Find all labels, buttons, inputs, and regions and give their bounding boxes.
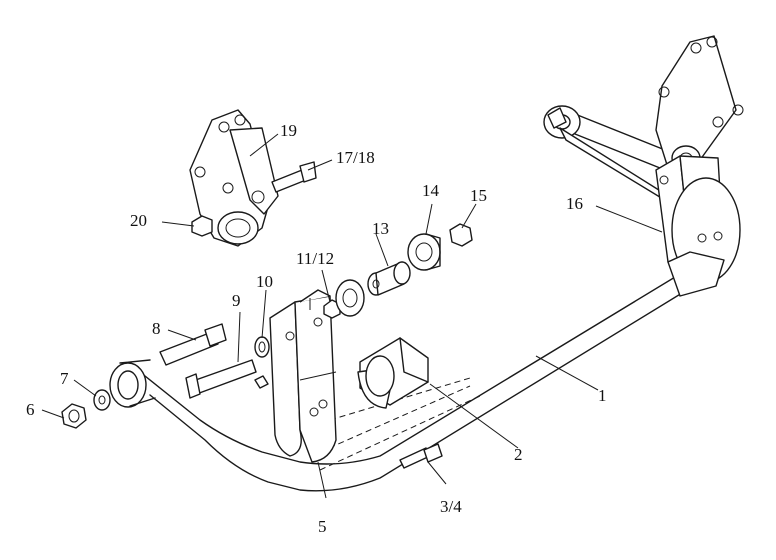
bolt-8 — [159, 323, 227, 366]
label-part-1: 1 — [598, 386, 607, 405]
label-part-14: 14 — [422, 181, 440, 200]
label-part-6: 6 — [26, 400, 35, 419]
washer-7 — [93, 389, 111, 411]
spacer-13 — [367, 261, 411, 296]
nut-15 — [449, 223, 473, 247]
label-part-11-12: 11/12 — [296, 249, 334, 268]
rubber-bushing — [357, 337, 429, 409]
stabilizer-bar — [139, 267, 701, 492]
bolt-9 — [185, 359, 257, 399]
part-labels: 1 2 3/4 5 6 7 8 9 10 11/12 13 14 15 16 1… — [26, 121, 607, 536]
label-part-7: 7 — [60, 369, 69, 388]
label-part-19: 19 — [280, 121, 297, 140]
label-part-3-4: 3/4 — [440, 497, 462, 516]
washer-10 — [254, 336, 270, 358]
label-part-2: 2 — [514, 445, 523, 464]
right-bracket — [655, 155, 741, 297]
right-link-tube — [543, 105, 691, 203]
label-part-10: 10 — [256, 272, 273, 291]
label-part-20: 20 — [130, 211, 147, 230]
label-part-13: 13 — [372, 219, 389, 238]
nut-6 — [61, 403, 87, 429]
label-part-8: 8 — [152, 319, 161, 338]
left-bracket — [269, 289, 337, 463]
small-nut — [254, 375, 269, 389]
label-part-5: 5 — [318, 517, 327, 536]
washer-stack — [335, 279, 365, 317]
label-part-15: 15 — [470, 186, 487, 205]
bolt-17-18 — [271, 161, 317, 193]
label-part-16: 16 — [566, 194, 583, 213]
leader-lines — [41, 133, 663, 499]
label-part-9: 9 — [232, 291, 241, 310]
bolt-3-4 — [399, 443, 443, 469]
label-part-17-18: 17/18 — [336, 148, 375, 167]
left-end-eye — [109, 359, 156, 408]
upper-link-bracket — [189, 109, 279, 247]
right-upper-plate — [655, 35, 744, 171]
nut-11-12 — [323, 299, 341, 319]
nut-20 — [191, 215, 213, 237]
bushing-14 — [407, 233, 441, 271]
